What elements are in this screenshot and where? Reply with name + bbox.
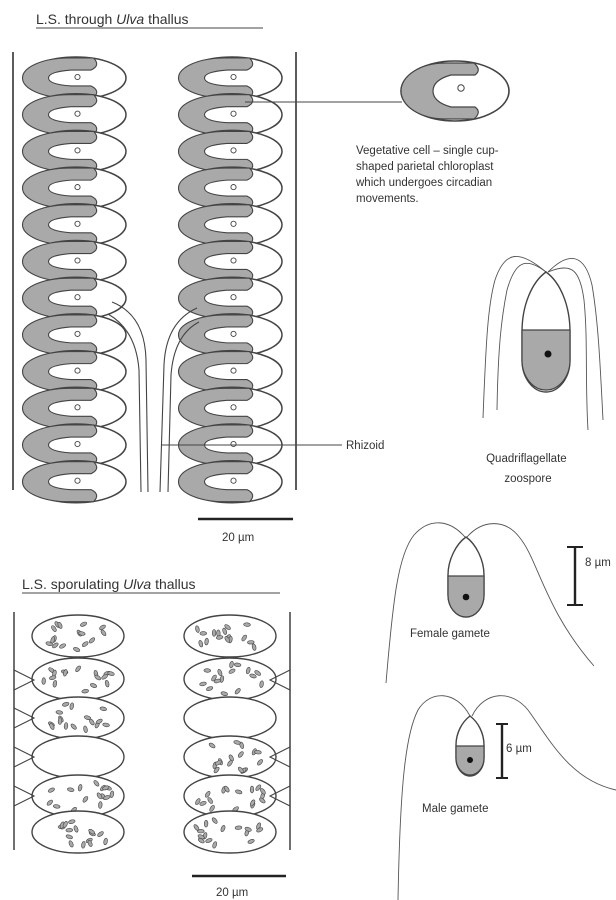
- vegetative-note: Vegetative cell – single cup- shaped par…: [355, 145, 502, 205]
- vegetative-cell: [179, 94, 282, 136]
- sporulating-column-right: [184, 615, 290, 853]
- vegetative-cell: [23, 461, 127, 503]
- scale-label-top: 20 µm: [222, 532, 254, 544]
- cell-column-left: [23, 57, 127, 503]
- sporulating-cell: [32, 697, 124, 739]
- vegetative-cell: [179, 277, 282, 319]
- vegetative-cell: [179, 204, 282, 246]
- vegetative-cell: [23, 387, 127, 429]
- male-label: Male gamete: [422, 803, 488, 815]
- vegetative-cell: [23, 314, 127, 356]
- male-gamete: [398, 696, 616, 900]
- vegetative-cell: [23, 277, 127, 319]
- scale-label-bottom: 20 µm: [216, 887, 248, 899]
- sporulating-cell: [184, 658, 276, 700]
- wall-notch: [14, 670, 34, 690]
- sporulating-cell: [32, 811, 124, 853]
- vegetative-cell: [179, 461, 282, 503]
- sporulating-cell: [32, 658, 124, 700]
- wall-notch: [14, 708, 34, 728]
- vegetative-cell: [179, 241, 282, 283]
- sporulating-cell: [32, 615, 124, 657]
- wall-notch: [14, 786, 34, 806]
- sporulating-cell: [184, 615, 276, 657]
- vegetative-cell: [179, 314, 282, 356]
- sporulating-cell: [184, 697, 276, 739]
- scale-label-male: 6 µm: [506, 743, 532, 755]
- cell-column-right: [179, 57, 282, 503]
- vegetative-cell: [179, 351, 282, 393]
- wall-notch: [14, 747, 34, 767]
- vegetative-cell: [23, 57, 127, 99]
- vegetative-cell: [179, 167, 282, 209]
- zoospore: [483, 256, 603, 430]
- scale-label-female: 8 µm: [585, 557, 611, 569]
- vegetative-cell: [179, 57, 282, 99]
- vegetative-cell: [179, 130, 282, 172]
- sporulating-cell: [32, 736, 124, 778]
- title-top: L.S. through Ulva thallus: [36, 11, 189, 27]
- vegetative-cell-detail: [401, 61, 509, 121]
- zoospore-label: Quadriflagellate zoospore: [486, 453, 570, 485]
- vegetative-cell: [23, 94, 127, 136]
- sporulating-cell: [184, 736, 276, 778]
- female-gamete: [386, 523, 594, 683]
- sporulating-cell: [184, 811, 276, 853]
- vegetative-cell: [179, 387, 282, 429]
- vegetative-cell: [23, 424, 127, 466]
- female-label: Female gamete: [410, 628, 490, 640]
- title-bottom: L.S. sporulating Ulva thallus: [22, 576, 196, 592]
- sporulating-column-left: [14, 615, 124, 853]
- vegetative-cell: [23, 241, 127, 283]
- vegetative-cell: [23, 130, 127, 172]
- vegetative-cell: [23, 351, 127, 393]
- rhizoid-label: Rhizoid: [346, 440, 384, 452]
- vegetative-cell: [23, 167, 127, 209]
- vegetative-cell: [23, 204, 127, 246]
